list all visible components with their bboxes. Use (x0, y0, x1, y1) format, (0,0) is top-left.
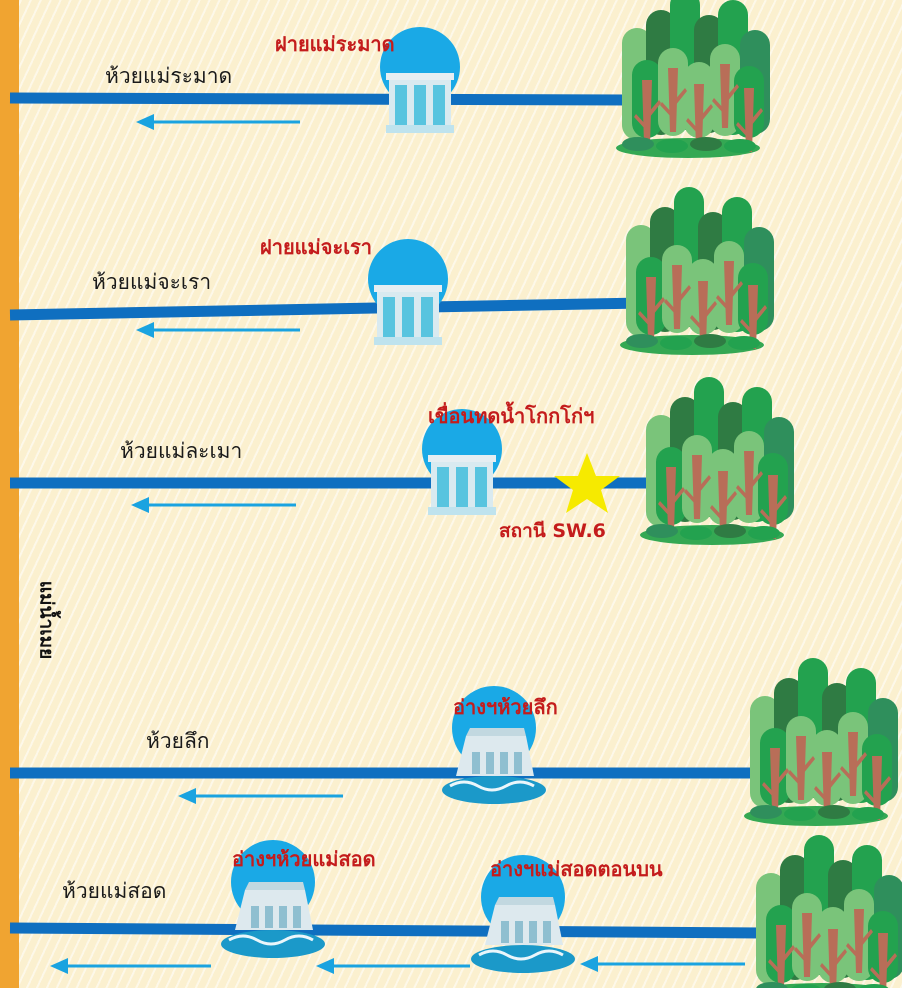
reservoir-label: อ่างฯแม่สอดตอนบน (490, 857, 663, 881)
stream-line (9, 922, 771, 939)
flow-arrow-icon (136, 114, 300, 130)
stream-line (9, 297, 641, 321)
flow-arrow-icon (131, 497, 296, 513)
weir-icon (368, 239, 448, 345)
stream-2: ห้วยแม่จะเรา ฝายแม่จะเรา (9, 187, 774, 355)
stream-label: ห้วยแม่ละเมา (120, 439, 242, 463)
weir-label: เขื่อนทดน้ำโกกโก่ฯ (428, 401, 594, 428)
stream-3: ห้วยแม่ละเมา เขื่อนทดน้ำโกกโก่ฯ สถานี SW… (10, 377, 794, 545)
weir-label: ฝายแม่จะเรา (260, 235, 372, 259)
stream-line (9, 92, 631, 106)
stream-label: ห้วยลึก (146, 729, 210, 753)
forest-icon (744, 658, 898, 826)
forest-icon (620, 187, 774, 355)
main-river (0, 0, 19, 988)
forest-icon (750, 835, 902, 988)
flow-arrow-icon (580, 956, 745, 972)
stream-label: ห้วยแม่ระมาด (105, 64, 232, 88)
flow-arrow-icon (50, 958, 211, 974)
flow-arrow-icon (178, 788, 343, 804)
stream-1: ห้วยแม่ระมาด ฝายแม่ระมาด (9, 0, 770, 158)
stream-5: ห้วยแม่สอด อ่างฯห้วยแม่สอด อ่างฯแม่สอดตอ… (9, 835, 902, 988)
reservoir-label: อ่างฯห้วยแม่สอด (232, 847, 376, 871)
flow-arrow-icon (136, 322, 300, 338)
stream-label: ห้วยแม่จะเรา (92, 270, 211, 294)
flow-arrow-icon (316, 958, 470, 974)
weir-label: ฝายแม่ระมาด (275, 32, 395, 56)
stream-label: ห้วยแม่สอด (62, 879, 166, 903)
station-label: สถานี SW.6 (499, 520, 606, 542)
forest-icon (640, 377, 794, 545)
star-icon (554, 453, 620, 513)
stream-4: ห้วยลึก อ่างฯห้วยลึก (10, 658, 898, 826)
reservoir-label: อ่างฯห้วยลึก (453, 695, 558, 719)
forest-icon (616, 0, 770, 158)
